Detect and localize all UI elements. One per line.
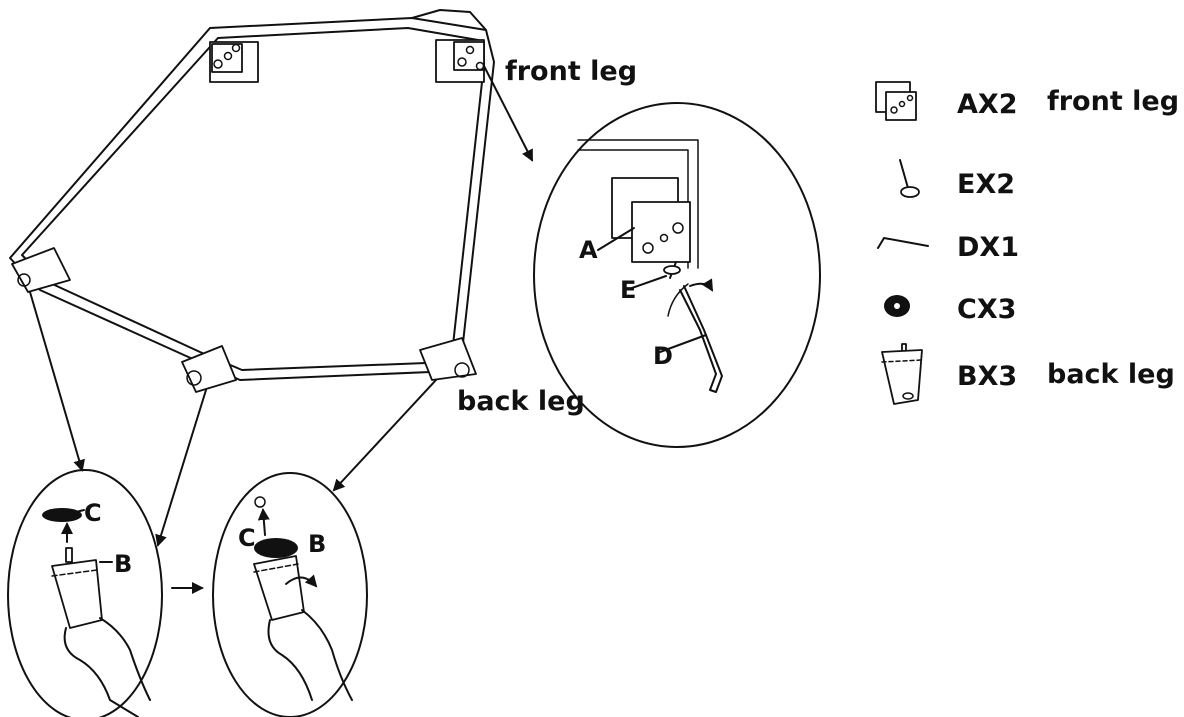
part-b-qty: BX3 [957, 361, 1017, 392]
label-a: A [579, 236, 598, 264]
part-a-qty: AX2 [957, 89, 1018, 120]
front-leg-callout: front leg [505, 56, 637, 87]
part-d-icon [878, 238, 928, 248]
frame-back-leg-1 [12, 248, 70, 292]
frame-front-leg-left [210, 42, 258, 82]
arrow-back-detail-2 [158, 390, 206, 545]
arrow-back-detail-3 [334, 380, 436, 490]
arrow-back-detail-1 [30, 292, 82, 470]
part-e-qty: EX2 [957, 169, 1015, 200]
label-e: E [620, 276, 636, 304]
label-b-right: B [308, 530, 326, 558]
part-b-icon [882, 344, 922, 404]
frame-front-leg-right [436, 40, 484, 82]
label-d: D [653, 342, 673, 370]
part-b-desc: back leg [1047, 359, 1175, 390]
label-c-right: C [238, 524, 256, 552]
part-c-icon [884, 295, 910, 317]
frame-back-leg-3 [420, 338, 476, 380]
back-leg-callout: back leg [457, 386, 585, 417]
frame-back-leg-2 [182, 346, 236, 392]
part-e-icon [900, 160, 919, 197]
label-c-left: C [84, 499, 102, 527]
label-b-left: B [114, 550, 132, 578]
part-a-desc: front leg [1047, 86, 1179, 117]
part-d-qty: DX1 [957, 232, 1019, 263]
part-a-icon [876, 82, 916, 120]
back-leg-detail-step2 [213, 473, 367, 717]
part-c-qty: CX3 [957, 294, 1016, 325]
parts-list: AX2 front leg EX2 DX1 CX3 BX3 back leg [876, 82, 1179, 404]
